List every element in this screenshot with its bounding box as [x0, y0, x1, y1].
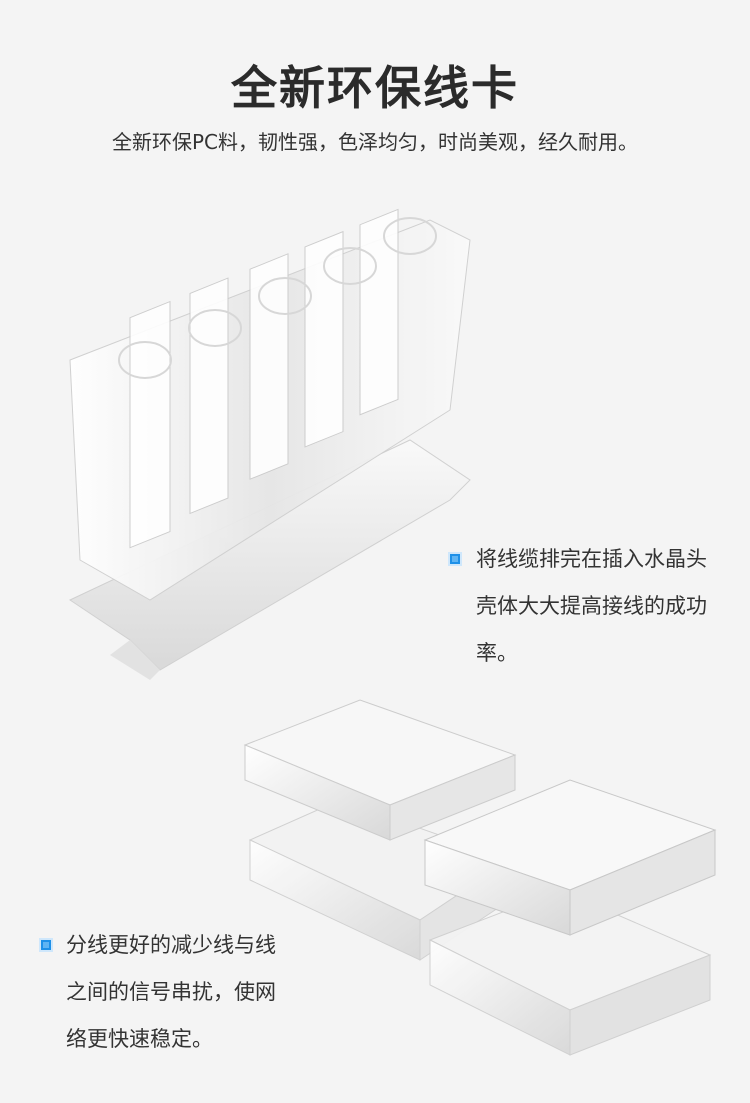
feature-1-line-2: 壳体大大提高接线的成功	[476, 594, 707, 618]
feature-2-line-3: 络更快速稳定。	[66, 1027, 213, 1051]
page-title: 全新环保线卡	[231, 61, 519, 115]
feature-1-line-3: 率。	[476, 641, 518, 665]
cable-card-image	[68, 208, 471, 680]
feature-1-text: 将线缆排完在插入水晶头 壳体大大提高接线的成功 率。	[476, 536, 707, 677]
feature-1-line-1: 将线缆排完在插入水晶头	[476, 547, 707, 571]
square-bullet-icon	[448, 552, 462, 566]
square-bullet-icon	[39, 938, 53, 952]
feature-2-line-1: 分线更好的减少线与线	[66, 933, 276, 957]
feature-2-text: 分线更好的减少线与线 之间的信号串扰，使网 络更快速稳定。	[66, 922, 276, 1063]
page-subtitle: 全新环保PC料，韧性强，色泽均匀，时尚美观，经久耐用。	[111, 130, 639, 154]
feature-2-line-2: 之间的信号串扰，使网	[66, 980, 276, 1004]
cable-spacer-image	[243, 699, 717, 1056]
